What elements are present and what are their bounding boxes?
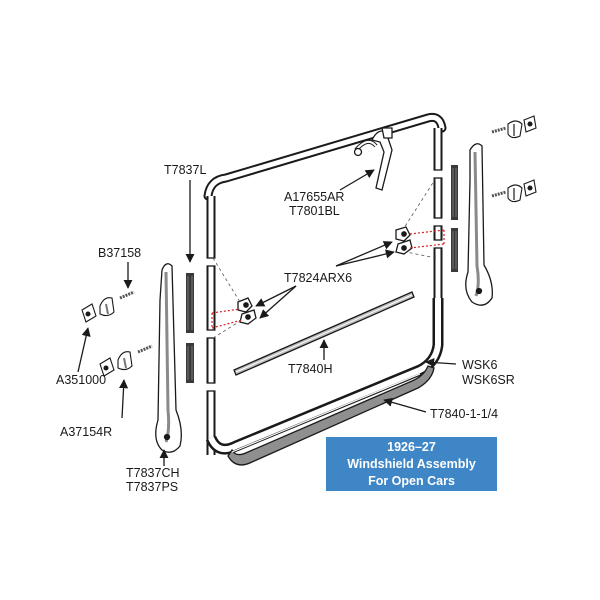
windshield-frame: [203, 113, 447, 455]
red-alignment-lines: [211, 229, 445, 329]
title-year: 1926–27: [387, 440, 436, 454]
label-a351000: A351000: [56, 373, 106, 387]
arrow-a351000: [77, 327, 91, 373]
arrow-t7824arx6-a: [255, 285, 297, 307]
label-t7840-1-1-4: T7840-1-1/4: [430, 407, 498, 421]
arrow-a37154r: [119, 379, 129, 419]
windshield-adjuster-bracket: [353, 127, 393, 191]
label-a37154r: A37154R: [60, 425, 112, 439]
title-sub: For Open Cars: [368, 474, 455, 488]
label-t7837ps: T7837PS: [126, 480, 178, 494]
glass-channel-strip: [233, 291, 415, 376]
right-stanchion: [465, 143, 493, 306]
right-gasket-strips: [451, 165, 458, 272]
label-t7801bl: T7801BL: [289, 204, 340, 218]
label-b37158: B37158: [98, 246, 141, 260]
right-hardware: [491, 115, 537, 203]
leader-arrows: [77, 169, 457, 466]
arrow-t7824arx6-c: [335, 241, 393, 267]
arrow-t7824arx6-b: [259, 285, 297, 319]
arrow-wsk6: [425, 358, 457, 368]
hinge-clamp-right: [395, 226, 413, 255]
label-t7840h: T7840H: [288, 362, 332, 376]
label-t7837ch: T7837CH: [126, 466, 180, 480]
title-box: 1926–27 Windshield Assembly For Open Car…: [326, 437, 497, 491]
label-wsk6sr: WSK6SR: [462, 373, 515, 387]
label-t7837l: T7837L: [164, 163, 206, 177]
arrow-t7840-1-1-4: [383, 397, 427, 413]
left-gasket-strips: [186, 273, 194, 383]
label-wsk6: WSK6: [462, 358, 497, 372]
label-a17655ar: A17655AR: [284, 190, 344, 204]
arrow-a17655ar: [339, 169, 375, 191]
left-stanchion: [155, 263, 182, 453]
alignment-lines: [212, 177, 437, 339]
label-t7824arx6: T7824ARX6: [284, 271, 352, 285]
left-hardware: [81, 290, 153, 377]
title-main: Windshield Assembly: [347, 457, 476, 471]
frame-section-breaks: [204, 169, 445, 392]
arrow-t7824arx6-d: [335, 249, 395, 267]
